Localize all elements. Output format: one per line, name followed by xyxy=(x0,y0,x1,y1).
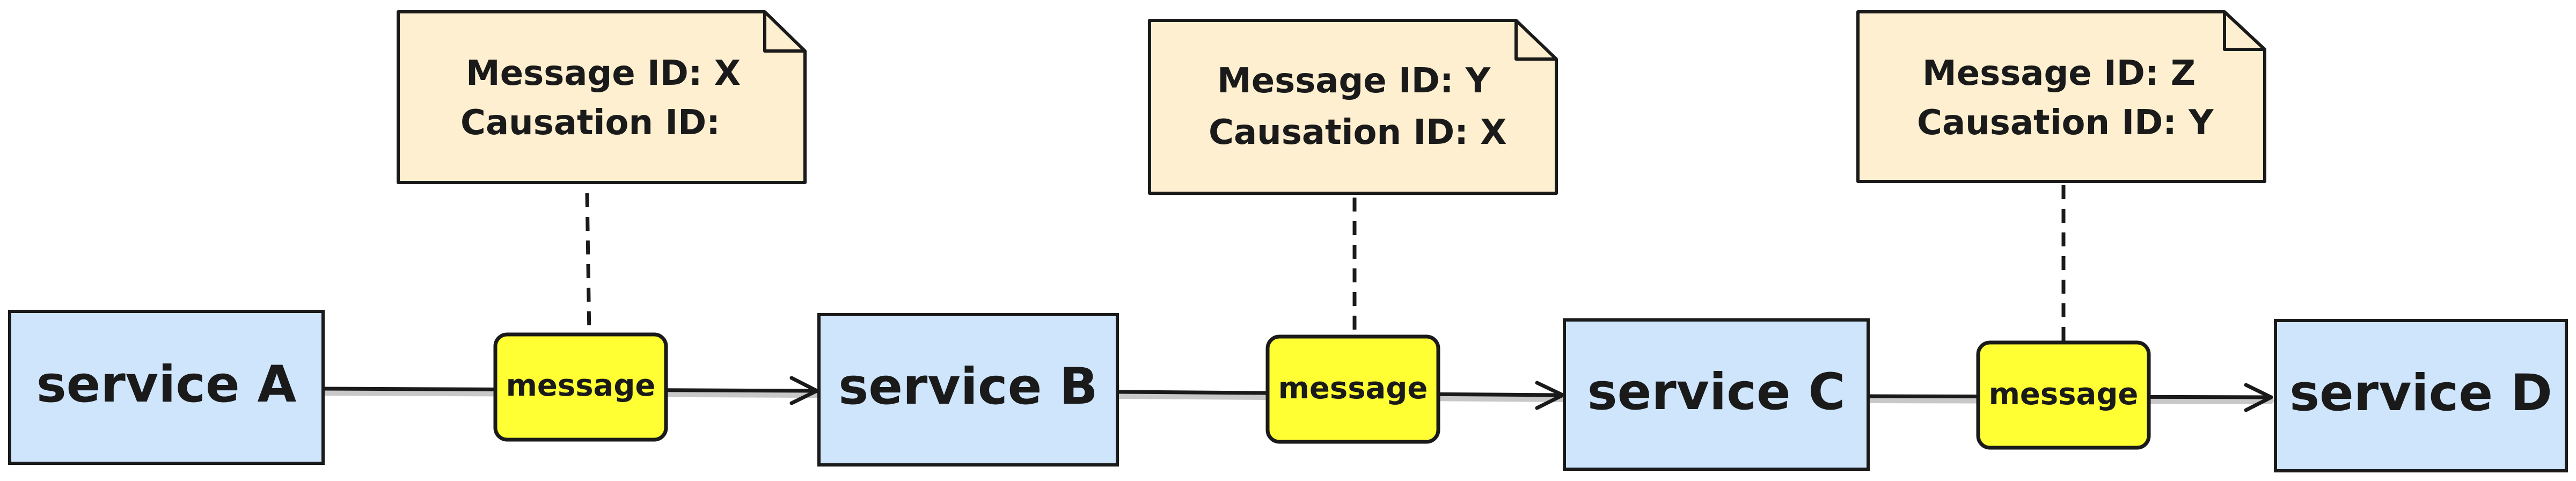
service-a: service A xyxy=(8,310,325,465)
message-1-label: message xyxy=(506,368,656,403)
message-3: message xyxy=(1976,340,2151,450)
note-2-message-id: Message ID: Y xyxy=(1217,61,1491,101)
message-2-label: message xyxy=(1278,371,1428,406)
note-1-causation-id: Causation ID: xyxy=(460,103,720,143)
note-1: Message ID: X Causation ID: xyxy=(397,10,807,184)
message-3-label: message xyxy=(1989,377,2139,412)
note-3-fold xyxy=(2223,12,2265,51)
arrowhead-c-d xyxy=(2244,383,2273,412)
message-2: message xyxy=(1265,334,1440,444)
message-1: message xyxy=(493,332,668,442)
service-d-label: service D xyxy=(2289,364,2552,422)
note-anchor-1 xyxy=(585,193,591,336)
service-d: service D xyxy=(2274,319,2568,472)
service-b-label: service B xyxy=(838,358,1097,416)
service-c-label: service C xyxy=(1587,363,1846,421)
note-1-fold xyxy=(763,12,805,53)
service-a-label: service A xyxy=(36,355,297,414)
note-2-fold xyxy=(1514,20,1556,61)
note-1-message-id: Message ID: X xyxy=(466,54,741,93)
note-2-causation-id: Causation ID: X xyxy=(1209,113,1507,152)
note-3-causation-id: Causation ID: Y xyxy=(1917,103,2214,143)
note-3: Message ID: Z Causation ID: Y xyxy=(1856,10,2266,183)
service-b: service B xyxy=(817,313,1119,467)
note-2: Message ID: Y Causation ID: X xyxy=(1148,19,1558,195)
note-3-message-id: Message ID: Z xyxy=(1922,54,2196,93)
arrowhead-a-b xyxy=(789,376,819,405)
service-c: service C xyxy=(1563,318,1870,471)
